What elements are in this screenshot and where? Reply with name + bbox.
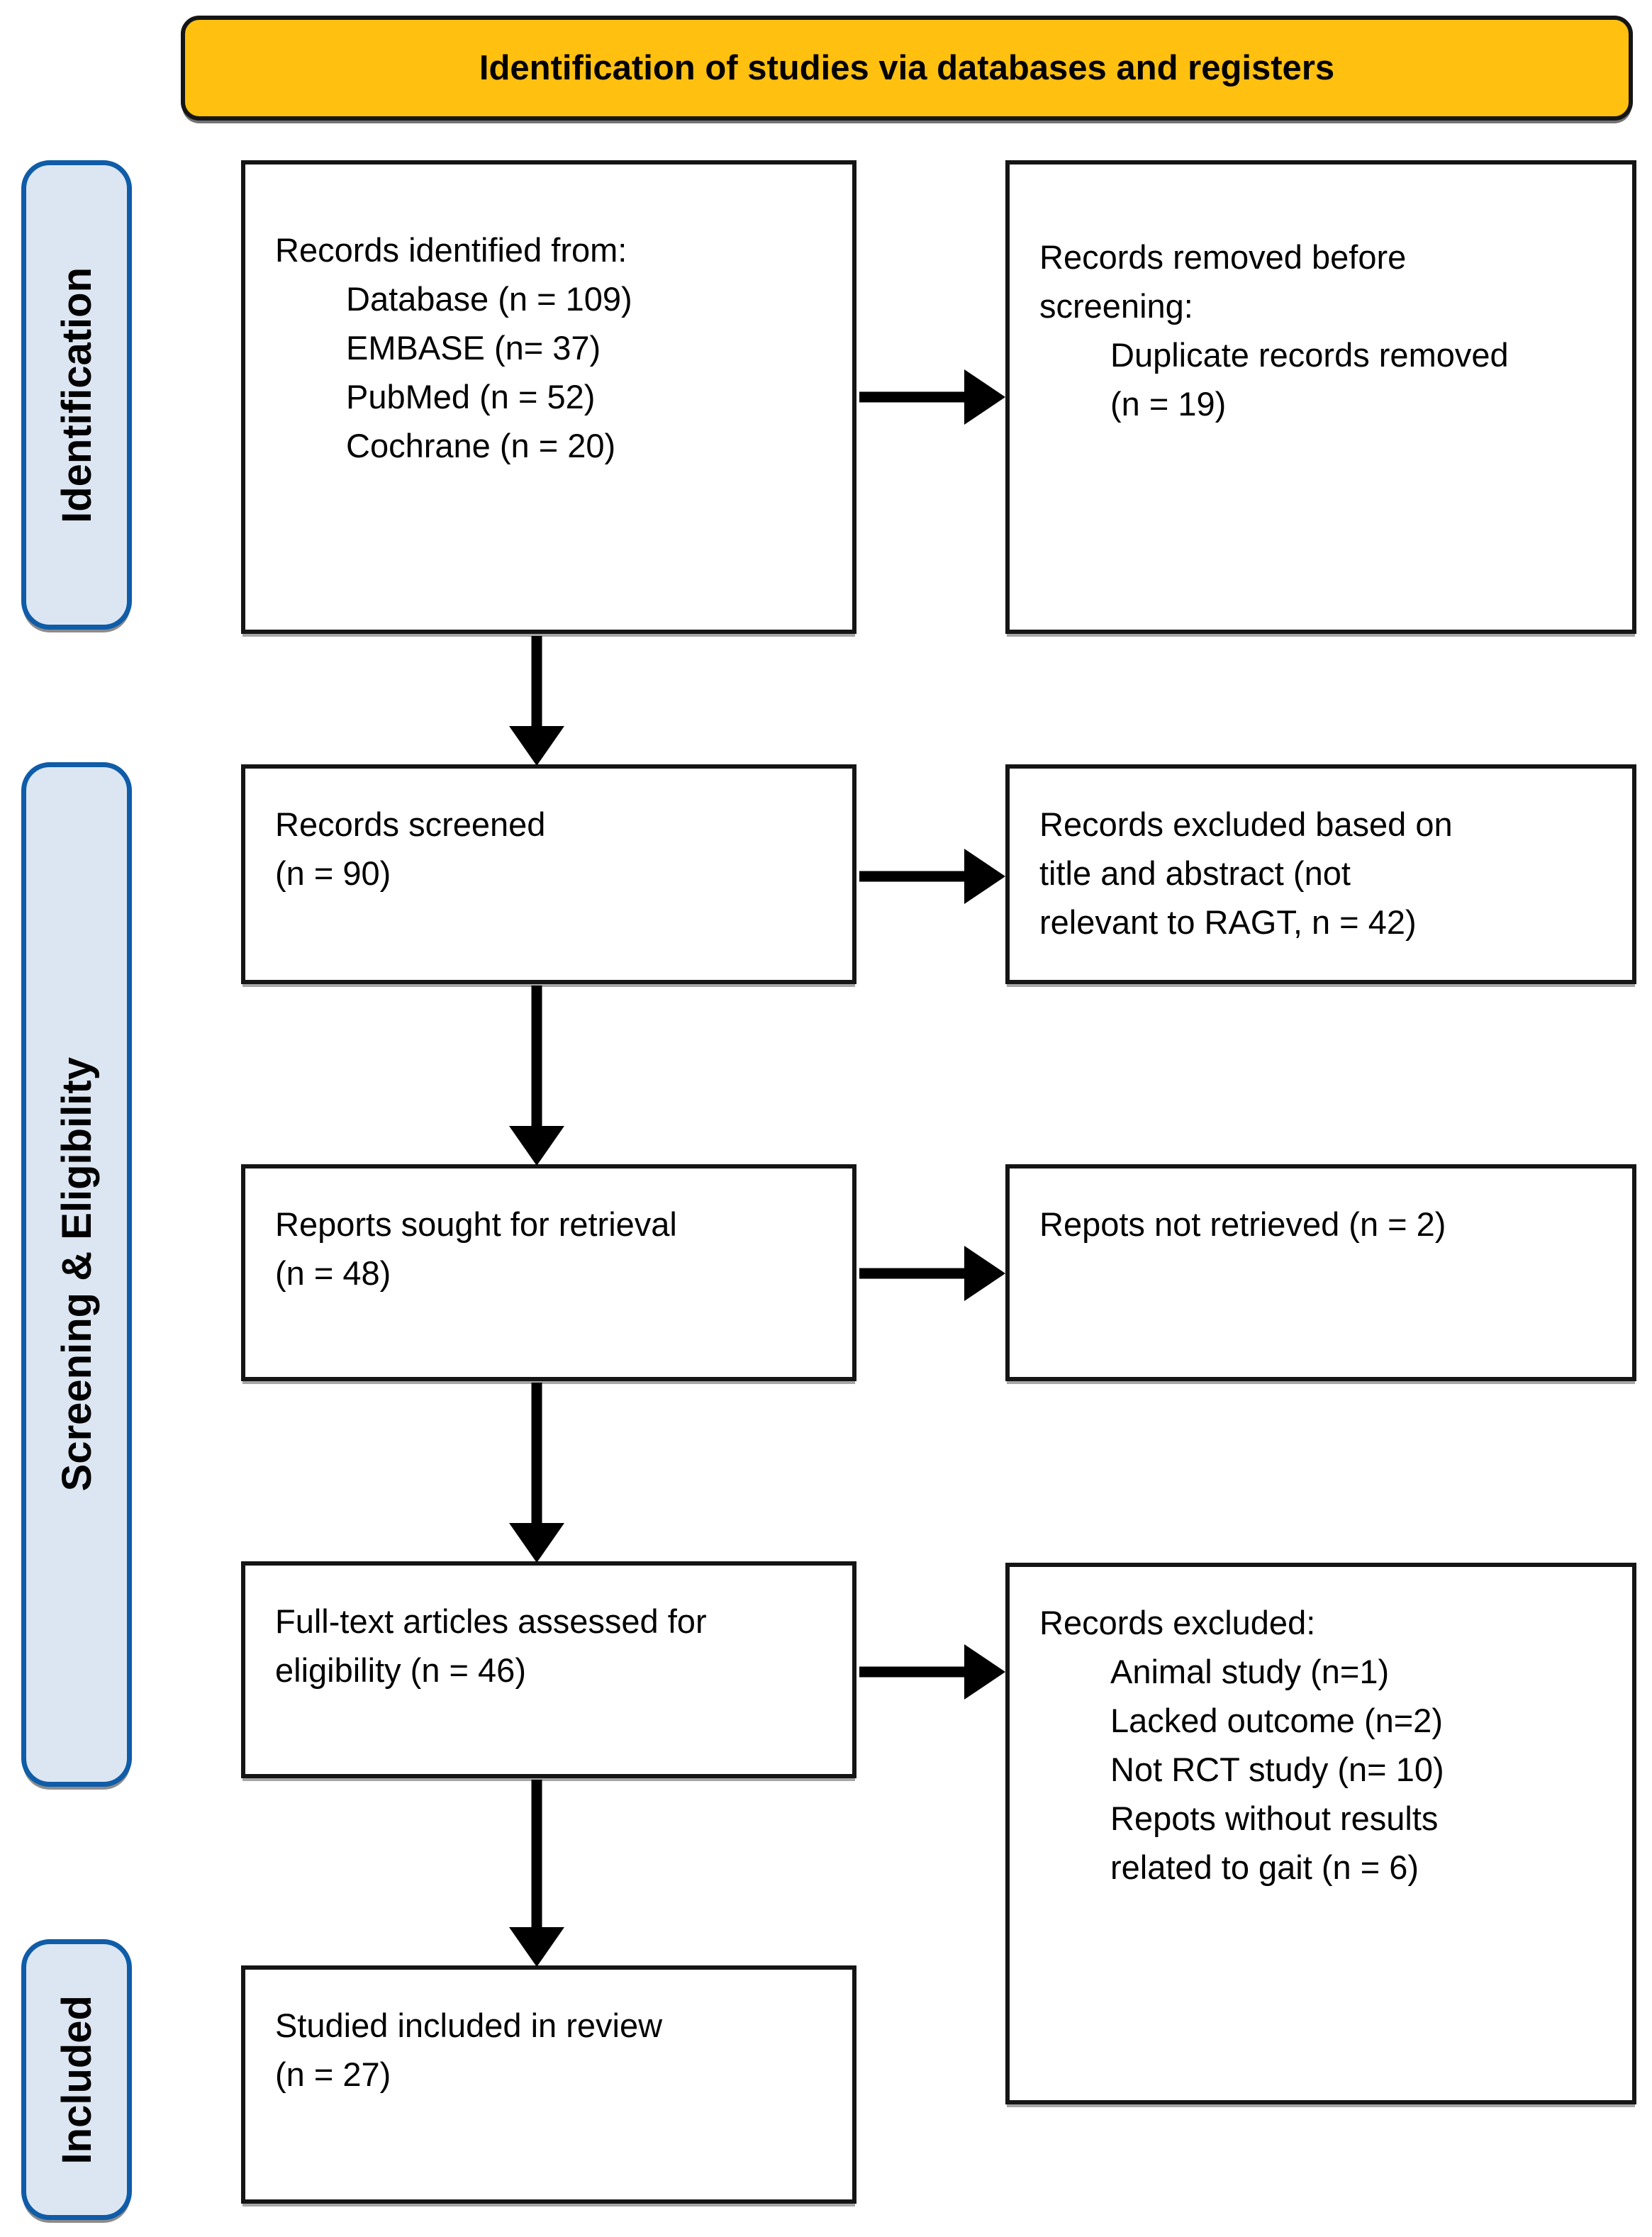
arrow-head-icon (509, 1927, 564, 1967)
arrow-head-icon (509, 726, 564, 766)
arrow-shaft (859, 1666, 966, 1678)
box-text-line: Duplicate records removed (1110, 336, 1509, 374)
arrow-screened-to-excluded (859, 848, 1005, 905)
box-text-line: Animal study (n=1) (1110, 1653, 1390, 1691)
arrow-head-icon (964, 369, 1005, 425)
box-text-line: Studied included in review (275, 2007, 663, 2044)
box-text-line: Lacked outcome (n=2) (1110, 1702, 1443, 1740)
arrow-identified-to-removed (859, 369, 1005, 425)
box-studies-included: Studied included in review (n = 27) (241, 1965, 856, 2204)
box-records-removed: Records removed before screening: Duplic… (1005, 160, 1636, 634)
box-text-line: Records removed before (1039, 238, 1407, 276)
arrow-head-icon (509, 1126, 564, 1166)
arrow-head-icon (964, 1644, 1005, 1700)
arrow-head-icon (964, 1246, 1005, 1301)
arrow-shaft (859, 871, 966, 882)
stage-label-identification-text: Identification (53, 267, 100, 523)
box-reports-sought: Reports sought for retrieval (n = 48) (241, 1164, 856, 1381)
box-text-line: EMBASE (n= 37) (346, 329, 601, 367)
arrow-shaft (531, 986, 542, 1127)
box-reports-not-retrieved: Repots not retrieved (n = 2) (1005, 1164, 1636, 1381)
box-records-identified: Records identified from: Database (n = 1… (241, 160, 856, 634)
stage-label-screening-eligibility-text: Screening & Eligibility (53, 1057, 100, 1492)
arrow-fulltext-to-excluded (859, 1644, 1005, 1700)
arrow-shaft (531, 636, 542, 727)
box-text-line: title and abstract (not (1039, 854, 1351, 893)
arrow-fulltext-to-included (508, 1780, 565, 1967)
box-text-line: Records excluded: (1039, 1604, 1316, 1641)
arrow-shaft (531, 1780, 542, 1929)
stage-label-included: Included (21, 1939, 132, 2220)
box-fulltext-assessed: Full-text articles assessed for eligibil… (241, 1561, 856, 1778)
box-records-excluded-title-abstract: Records excluded based on title and abst… (1005, 764, 1636, 984)
stage-label-included-text: Included (53, 1995, 100, 2165)
box-records-screened: Records screened (n = 90) (241, 764, 856, 984)
arrow-head-icon (964, 849, 1005, 904)
arrow-screened-to-sought (508, 986, 565, 1166)
stage-label-screening-eligibility: Screening & Eligibility (21, 762, 132, 1787)
box-text-line: relevant to RAGT, n = 42) (1039, 903, 1417, 942)
banner-title: Identification of studies via databases … (479, 49, 1335, 87)
box-text-line: Full-text articles assessed for (275, 1602, 707, 1640)
box-text-line: (n = 27) (275, 2055, 391, 2094)
box-records-excluded-fulltext: Records excluded: Animal study (n=1) Lac… (1005, 1563, 1636, 2104)
box-text-line: Records screened (275, 805, 546, 843)
box-text-line: related to gait (n = 6) (1110, 1848, 1419, 1887)
box-text-line: Cochrane (n = 20) (346, 427, 616, 465)
box-text-line: Database (n = 109) (346, 280, 632, 318)
arrow-shaft (859, 1268, 966, 1279)
arrow-sought-to-not-retrieved (859, 1245, 1005, 1302)
box-text-line: Records identified from: (275, 231, 627, 269)
box-text-line: Repots not retrieved (n = 2) (1039, 1205, 1446, 1243)
box-text-line: Not RCT study (n= 10) (1110, 1751, 1444, 1789)
title-banner: Identification of studies via databases … (181, 16, 1633, 121)
arrow-shaft (859, 391, 966, 403)
box-text-line: (n = 19) (1110, 385, 1227, 423)
box-text-line: PubMed (n = 52) (346, 378, 596, 416)
box-text-line: Records excluded based on (1039, 805, 1453, 843)
arrow-shaft (531, 1383, 542, 1524)
arrow-head-icon (509, 1523, 564, 1563)
box-text-line: screening: (1039, 287, 1193, 325)
arrow-identified-to-screened (508, 636, 565, 766)
arrow-sought-to-fulltext (508, 1383, 565, 1563)
box-text-line: (n = 90) (275, 854, 391, 893)
box-text-line: eligibility (n = 46) (275, 1651, 526, 1690)
box-text-line: Reports sought for retrieval (275, 1205, 677, 1243)
box-text-line: Repots without results (1110, 1800, 1439, 1838)
stage-label-identification: Identification (21, 160, 132, 630)
box-text-line: (n = 48) (275, 1254, 391, 1293)
